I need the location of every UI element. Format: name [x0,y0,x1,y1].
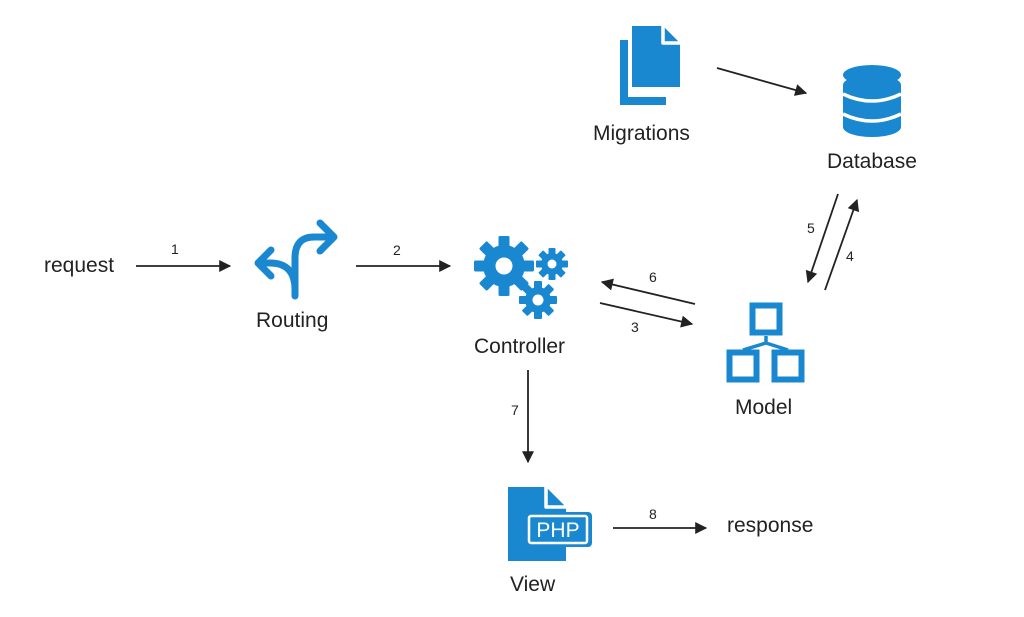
documents-icon [620,26,680,105]
hierarchy-icon [726,302,805,383]
edge-5-label: 5 [807,220,815,236]
edge-2-label: 2 [393,242,401,258]
edge-3-label: 3 [631,319,639,335]
fork-arrow-icon [254,219,338,300]
response-label: response [727,514,814,537]
edge-1-label: 1 [171,241,179,257]
request-label: request [44,254,115,277]
edge-7-label: 7 [511,402,519,418]
database-label: Database [827,150,917,173]
edge-3-arrow [599,302,694,328]
php-badge-text: PHP [536,519,579,542]
view-label: View [510,573,556,596]
edge-6-label: 6 [649,269,657,285]
edge-migrations-arrow [716,67,808,96]
routing-label: Routing [256,309,329,332]
model-label: Model [735,396,793,419]
gears-icon [474,236,568,319]
edge-8-label: 8 [649,506,657,522]
controller-label: Controller [474,335,566,358]
edge-5-arrow [805,193,839,284]
edge-4-arrow [824,198,860,291]
php-file-icon: PHP [508,487,592,561]
migrations-label: Migrations [593,122,690,145]
edge-4-label: 4 [846,248,854,264]
edge-6-arrow [600,278,696,305]
database-icon [842,65,902,137]
